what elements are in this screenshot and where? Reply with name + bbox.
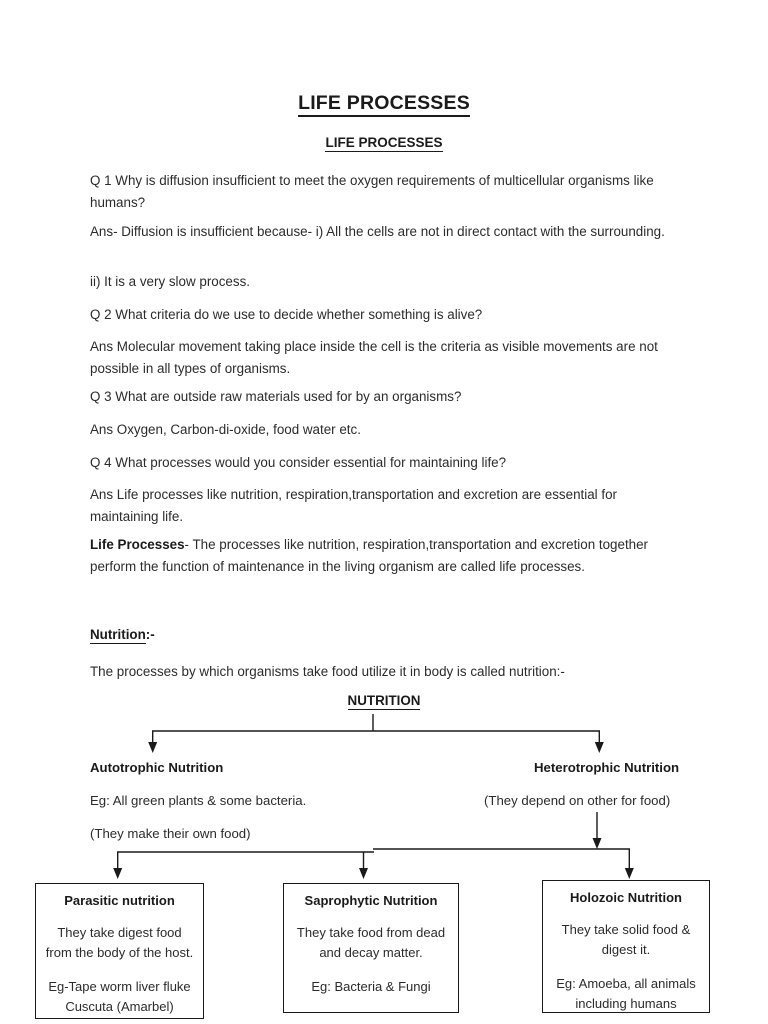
question-2: Q 2 What criteria do we use to decide wh… [90, 307, 483, 322]
leaf-body-line-1: They take food from dead [296, 925, 446, 940]
leaf-example-saprophytic: Eg: Bacteria & Fungi [290, 977, 452, 997]
leaf-title-parasitic: Parasitic nutrition [64, 893, 175, 908]
leaf-box-saprophytic: Saprophytic Nutrition They take food fro… [283, 883, 459, 1013]
definition-term: Life Processes [90, 537, 185, 552]
answer-1: Ans- Diffusion is insufficient because- … [90, 224, 665, 239]
nutrition-heading-text: Nutrition [90, 627, 146, 644]
life-processes-definition: Life Processes- The processes like nutri… [90, 534, 668, 577]
flowchart-root-label: NUTRITION [0, 693, 768, 710]
question-4: Q 4 What processes would you consider es… [90, 455, 507, 470]
nutrition-heading: Nutrition:- [90, 627, 155, 644]
answer-2: Ans Molecular movement taking place insi… [90, 339, 658, 376]
leaf-body-holozoic: They take solid food & digest it. [549, 920, 703, 959]
question-3: Q 3 What are outside raw materials used … [90, 389, 462, 404]
leaf-example-line-1: Eg: Bacteria & Fungi [311, 979, 431, 994]
leaf-body-line-1: They take solid food & [561, 922, 691, 937]
page-subtitle-text: LIFE PROCESSES [325, 135, 443, 152]
leaf-example-line-1: Eg: Amoeba, all animals [556, 976, 696, 991]
leaf-title-saprophytic: Saprophytic Nutrition [304, 893, 438, 908]
answer-1-part-ii: ii) It is a very slow process. [90, 274, 250, 289]
question-1: Q 1 Why is diffusion insufficient to mee… [90, 173, 654, 210]
branch-label-heterotrophic: Heterotrophic Nutrition [534, 760, 680, 775]
definition-text: - The processes like nutrition, respirat… [90, 537, 649, 574]
leaf-body-line-2: from the body of the host. [45, 944, 194, 960]
flowchart-root-text: NUTRITION [347, 693, 421, 710]
leaf-example-line-2: including humans [575, 995, 677, 1011]
nutrition-intro: The processes by which organisms take fo… [90, 664, 565, 679]
leaf-body-parasitic: They take digest food from the body of t… [42, 923, 197, 962]
leaf-body-line-2: digest it. [601, 941, 651, 957]
leaf-body-line-1: They take digest food [57, 925, 182, 940]
leaf-box-holozoic: Holozoic Nutrition They take solid food … [542, 880, 710, 1013]
leaf-example-holozoic: Eg: Amoeba, all animals including humans [549, 974, 703, 1013]
page-title: LIFE PROCESSES [0, 92, 768, 117]
leaf-box-parasitic: Parasitic nutrition They take digest foo… [35, 883, 204, 1019]
nutrition-heading-tail: :- [145, 627, 155, 642]
branch-note-heterotrophic: (They depend on other for food) [484, 793, 671, 808]
branch-example-autotrophic: Eg: All green plants & some bacteria. [90, 793, 307, 808]
leaf-title-holozoic: Holozoic Nutrition [570, 890, 682, 905]
answer-3: Ans Oxygen, Carbon-di-oxide, food water … [90, 422, 361, 437]
answer-4: Ans Life processes like nutrition, respi… [90, 487, 617, 524]
leaf-example-line-1: Eg-Tape worm liver fluke [48, 979, 191, 994]
page-subtitle: LIFE PROCESSES [0, 135, 768, 152]
leaf-body-line-2: and decay matter. [319, 944, 423, 960]
branch-label-autotrophic: Autotrophic Nutrition [90, 760, 224, 775]
leaf-example-parasitic: Eg-Tape worm liver fluke Cuscuta (Amarbe… [42, 977, 197, 1016]
leaf-body-saprophytic: They take food from dead and decay matte… [290, 923, 452, 962]
leaf-example-line-2: Cuscuta (Amarbel) [65, 998, 174, 1014]
page-title-text: LIFE PROCESSES [298, 92, 470, 117]
branch-note-autotrophic: (They make their own food) [90, 826, 251, 841]
